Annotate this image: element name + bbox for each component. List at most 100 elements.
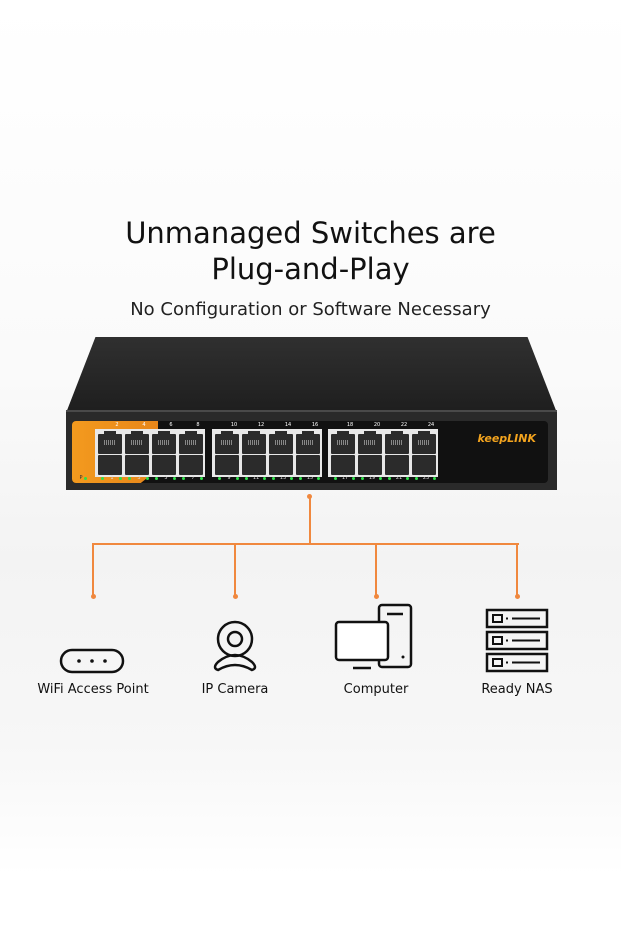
device-label: Ready NAS [481, 682, 553, 697]
ethernet-port [412, 455, 436, 475]
branch-line [375, 543, 377, 596]
branch-line [234, 543, 236, 596]
headline-line-2: Plug-and-Play [211, 252, 410, 286]
port-number: 21 [395, 475, 403, 481]
ethernet-port [269, 431, 293, 454]
port-number: 16 [311, 422, 319, 428]
port-number: 6 [169, 422, 173, 428]
link-led [200, 477, 203, 480]
port-number: 15 [306, 475, 314, 481]
trunk-dot [307, 494, 312, 499]
port-number: 4 [142, 422, 146, 428]
port-number: 9 [227, 475, 231, 481]
ethernet-port [358, 431, 382, 454]
link-led [361, 477, 364, 480]
link-led [245, 477, 248, 480]
ethernet-port [296, 455, 320, 475]
link-led [263, 477, 266, 480]
ethernet-port [179, 455, 203, 475]
port-number: 24 [427, 422, 435, 428]
port-number: 3 [137, 475, 141, 481]
computer-icon [301, 602, 451, 672]
link-led [317, 477, 320, 480]
brand-logo: keepLINK [477, 432, 536, 445]
link-led [334, 477, 337, 480]
link-led [128, 477, 131, 480]
link-led [155, 477, 158, 480]
link-led [146, 477, 149, 480]
port-number: 14 [284, 422, 292, 428]
ethernet-port [98, 431, 122, 454]
link-led [272, 477, 275, 480]
ethernet-port [358, 455, 382, 475]
port-number: 12 [257, 422, 265, 428]
ethernet-port [331, 455, 355, 475]
ip-camera-icon [160, 612, 310, 682]
port-number: 22 [400, 422, 408, 428]
ethernet-port [412, 431, 436, 454]
ethernet-port [152, 431, 176, 454]
branch-dot [232, 594, 238, 599]
ethernet-port [331, 431, 355, 454]
link-led [415, 477, 418, 480]
headline-line-1: Unmanaged Switches are [125, 216, 496, 250]
ethernet-port [152, 455, 176, 475]
port-number: 1 [110, 475, 114, 481]
ethernet-port [125, 455, 149, 475]
branch-dot [514, 594, 520, 599]
link-led [433, 477, 436, 480]
port-number: 10 [230, 422, 238, 428]
bus-line [93, 543, 519, 545]
port-number: 7 [191, 475, 195, 481]
power-label: P [79, 475, 83, 481]
ethernet-port [242, 455, 266, 475]
port-number: 8 [196, 422, 200, 428]
ethernet-port [242, 431, 266, 454]
link-led [119, 477, 122, 480]
port-number: 19 [368, 475, 376, 481]
power-led [84, 477, 87, 480]
device-label: WiFi Access Point [37, 682, 149, 697]
ethernet-port [385, 455, 409, 475]
port-number: 18 [346, 422, 354, 428]
port-number: 13 [279, 475, 287, 481]
port-number: 20 [373, 422, 381, 428]
link-led [388, 477, 391, 480]
nas-icon [442, 606, 592, 676]
link-led [173, 477, 176, 480]
ethernet-port [125, 431, 149, 454]
ethernet-port [98, 455, 122, 475]
ethernet-port [215, 455, 239, 475]
device-label: Computer [343, 682, 409, 697]
branch-line [516, 543, 518, 596]
trunk-line [309, 497, 311, 544]
link-led [218, 477, 221, 480]
port-number: 17 [341, 475, 349, 481]
port-number: 23 [422, 475, 430, 481]
link-led [299, 477, 302, 480]
branch-dot [373, 594, 379, 599]
port-number: 2 [115, 422, 119, 428]
wifi-access-point-icon [18, 640, 168, 680]
port-number: 5 [164, 475, 168, 481]
ethernet-port [385, 431, 409, 454]
branch-line [92, 543, 94, 596]
ethernet-port [296, 431, 320, 454]
link-led [101, 477, 104, 480]
ethernet-port [215, 431, 239, 454]
port-number: 11 [252, 475, 260, 481]
link-led [236, 477, 239, 480]
switch-top [66, 337, 557, 413]
link-led [406, 477, 409, 480]
subtitle: No Configuration or Software Necessary [130, 299, 491, 320]
branch-dot [90, 594, 96, 599]
ethernet-port [179, 431, 203, 454]
link-led [290, 477, 293, 480]
ethernet-port [269, 455, 293, 475]
link-led [379, 477, 382, 480]
device-label: IP Camera [201, 682, 269, 697]
link-led [182, 477, 185, 480]
